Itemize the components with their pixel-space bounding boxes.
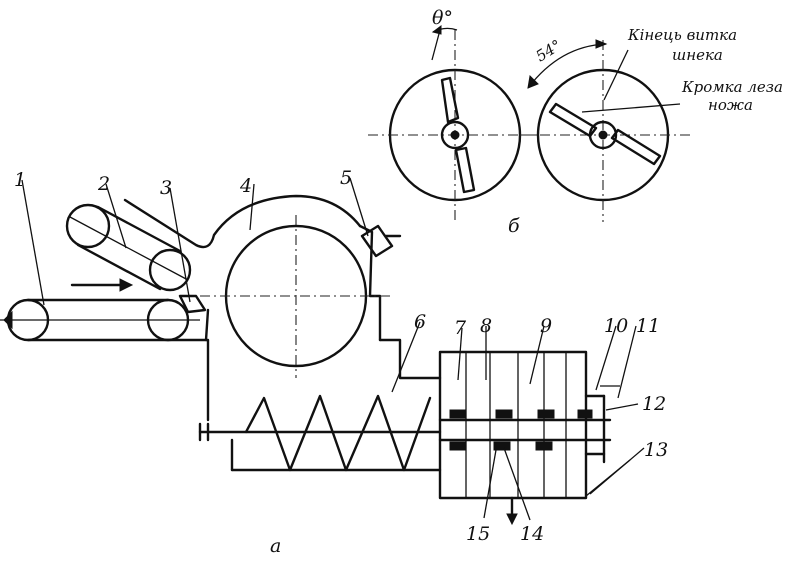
note-screw-end-2: шнека xyxy=(672,46,723,64)
callout-8: 8 xyxy=(480,315,492,337)
view-b-left-disc xyxy=(368,29,540,222)
leader-screw-end xyxy=(603,49,629,101)
knife-adjuster xyxy=(360,224,402,258)
angle-arrow-right-end xyxy=(595,39,608,49)
callout-2: 2 xyxy=(97,173,110,195)
note-blade-edge-1: Кромка леза xyxy=(681,78,783,96)
callout-7: 7 xyxy=(454,317,467,339)
caption-view-b: б xyxy=(508,215,520,237)
leader-lines xyxy=(21,177,645,521)
angle-label-right: 54° xyxy=(533,36,565,65)
callout-13: 13 xyxy=(644,439,668,461)
angle-label-left: θ° xyxy=(432,7,453,29)
callout-11: 11 xyxy=(636,315,660,337)
angle-arrow-left xyxy=(431,25,442,35)
callout-14: 14 xyxy=(520,523,544,545)
callout-6: 6 xyxy=(414,311,426,333)
callout-1: 1 xyxy=(14,169,26,191)
view-b-right-disc xyxy=(520,40,690,222)
connecting-duct xyxy=(166,338,442,442)
note-screw-end-1: Кінець витка xyxy=(627,26,737,44)
auger-screw xyxy=(198,394,442,472)
angle-arrow-right xyxy=(527,74,539,89)
feed-arrow xyxy=(70,278,134,292)
caption-view-a: а xyxy=(270,535,281,557)
chopping-drum-housing xyxy=(123,194,392,378)
press-conveyor xyxy=(65,203,192,292)
note-blade-edge-2: ножа xyxy=(708,96,753,114)
callout-15: 15 xyxy=(466,523,490,545)
callout-10: 10 xyxy=(604,315,628,337)
callout-4: 4 xyxy=(239,175,252,197)
callout-5: 5 xyxy=(340,167,352,189)
leader-blade-edge xyxy=(581,103,681,113)
callout-3: 3 xyxy=(160,177,172,199)
knife-chamber xyxy=(438,350,631,500)
callout-9: 9 xyxy=(540,315,552,337)
callout-12: 12 xyxy=(642,393,666,415)
discharge-arrow xyxy=(506,496,518,526)
feed-conveyor xyxy=(0,298,200,342)
